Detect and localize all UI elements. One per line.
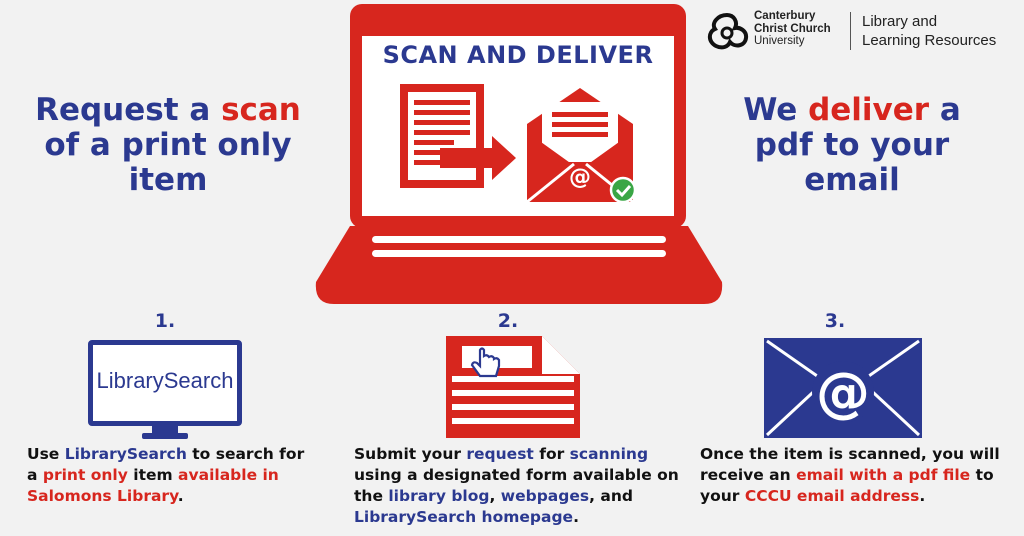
logo-dept-line1: Library and — [862, 13, 938, 30]
monitor-icon: LibrarySearch — [88, 340, 242, 440]
logo-dept-line2: Learning Resources — [862, 32, 997, 49]
logo-university-line2: Christ Church — [754, 22, 831, 35]
keyboard-bar-1 — [372, 236, 666, 243]
step-1-text-part: available in Salomons Library — [27, 466, 279, 505]
check-icon — [609, 176, 637, 204]
step-2-text-part: for — [533, 445, 570, 463]
step-3-number: 3. — [824, 310, 846, 332]
envelope-icon: @ — [526, 88, 634, 204]
form-document-icon — [446, 336, 580, 438]
at-symbol: @ — [816, 361, 870, 424]
step-1-text-part: LibrarySearch — [64, 445, 187, 463]
step-1-text-part: item — [127, 466, 179, 484]
step-2-text-part: library blog — [388, 487, 490, 505]
logo-emblem-icon — [707, 12, 749, 50]
right-headline-text-end: a — [929, 92, 961, 128]
document-icon — [400, 84, 484, 188]
envelope-at-symbol: @ — [569, 165, 591, 190]
step-3-description: Once the item is scanned, you will recei… — [700, 444, 1000, 507]
right-headline: We deliver a pdf to your email — [702, 93, 1002, 198]
step-2-text-part: request — [466, 445, 534, 463]
right-headline-highlight: deliver — [808, 92, 930, 128]
left-headline-text: Request a — [35, 92, 222, 128]
right-headline-text: We — [743, 92, 809, 128]
step-3-text-part: CCCU email address — [744, 487, 920, 505]
arrow-right-icon — [440, 136, 516, 180]
step-1-number: 1. — [154, 310, 176, 332]
step-2-text-part: homepage — [481, 508, 574, 526]
step-3-text-part: email with a pdf file — [796, 466, 971, 484]
step-2-text-part: , and — [589, 487, 633, 505]
left-headline: Request a scan of a print only item — [18, 93, 318, 198]
laptop-title: SCAN AND DELIVER — [382, 41, 654, 69]
logo-university-line3: University — [754, 35, 805, 47]
step-1-text-part: to search for a — [27, 445, 305, 484]
right-headline-line2: pdf to your — [754, 127, 950, 163]
step-2-text-part: LibrarySearch — [354, 508, 477, 526]
step-2-text-part: Submit your — [354, 445, 467, 463]
hand-cursor-icon — [470, 347, 501, 378]
left-headline-line3: item — [128, 162, 208, 198]
step-2-text-part: , — [489, 487, 501, 505]
monitor-stand — [152, 426, 178, 434]
university-logo: Canterbury Christ Church University Libr… — [704, 10, 1014, 54]
step-2-description: Submit your request for scanning using a… — [354, 444, 694, 528]
keyboard-bar-2 — [372, 250, 666, 257]
step-2-text-part: webpages — [500, 487, 590, 505]
logo-divider — [850, 12, 851, 50]
monitor-screen — [88, 340, 242, 426]
left-headline-line2: of a print only — [44, 127, 292, 163]
step-1-description: Use LibrarySearch to search for a print … — [27, 444, 317, 507]
step-2-text-part: scanning — [569, 445, 649, 463]
step-2-text-part: . — [573, 508, 579, 526]
right-headline-line3: email — [804, 162, 900, 198]
step-3-text-part: Once the item is scanned, you will recei… — [700, 445, 1000, 484]
step-2-number: 2. — [497, 310, 519, 332]
step-3-text-part: . — [919, 487, 926, 505]
librarysearch-icon-text: LibrarySearch — [96, 368, 234, 393]
step-2-text-part: using a designated form available on the — [354, 466, 679, 505]
laptop-illustration: @ — [315, 4, 723, 304]
step-1-text-part: print only — [42, 466, 128, 484]
step-1-text-part: . — [177, 487, 184, 505]
monitor-base — [142, 433, 188, 439]
logo-university-line1: Canterbury — [754, 10, 816, 22]
email-envelope-icon: @ — [764, 338, 922, 438]
step-1-text-part: Use — [27, 445, 65, 463]
laptop-base — [315, 226, 723, 304]
step-3-text-part: to your — [700, 466, 994, 505]
left-headline-highlight: scan — [221, 92, 301, 128]
